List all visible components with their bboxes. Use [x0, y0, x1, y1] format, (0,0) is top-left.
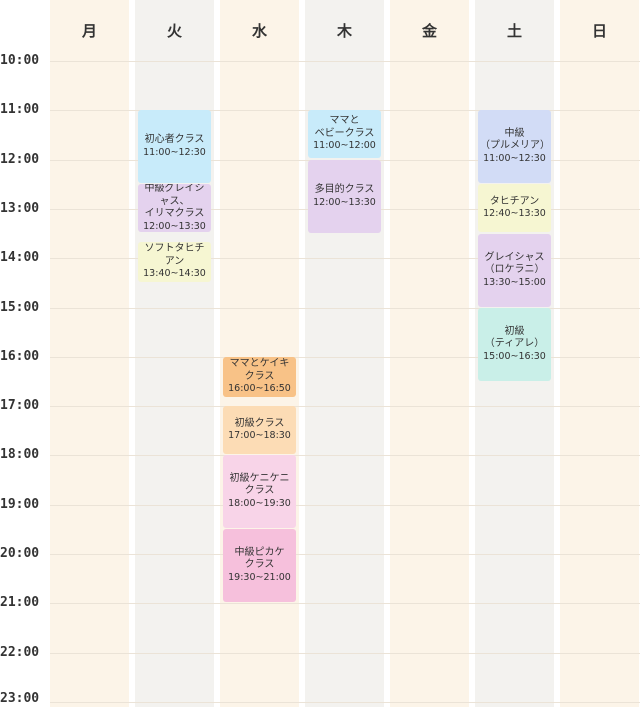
day-header: 水 — [251, 22, 267, 40]
time-label: 10:00 — [0, 53, 40, 68]
class-event[interactable]: 初級 （ティアレ）15:00~16:30 — [478, 308, 551, 381]
class-time: 11:00~12:30 — [483, 152, 546, 164]
day-header: 月 — [81, 22, 97, 40]
class-time: 15:00~16:30 — [483, 350, 546, 362]
class-name: グレイシャス （ロケラニ） — [484, 251, 545, 276]
hour-gridline — [50, 258, 640, 259]
class-time: 19:30~21:00 — [228, 571, 291, 583]
class-name: 中級グレイシャス、 イリマクラス — [144, 184, 205, 219]
hour-gridline — [50, 554, 640, 555]
class-time: 17:00~18:30 — [228, 430, 291, 441]
day-column-6: 日 — [560, 0, 639, 707]
hour-gridline — [50, 702, 640, 703]
class-name: 初心者クラス — [144, 134, 205, 145]
day-header: 日 — [591, 22, 607, 40]
day-header: 土 — [506, 22, 522, 40]
class-name: ママと ベビークラス — [314, 115, 375, 139]
class-name: 初級クラス — [234, 417, 285, 429]
time-label: 18:00 — [0, 447, 40, 462]
class-time: 12:40~13:30 — [483, 208, 546, 219]
class-time: 11:00~12:00 — [313, 140, 376, 152]
class-time: 13:30~15:00 — [483, 276, 546, 288]
class-time: 12:00~13:30 — [143, 220, 206, 232]
class-time: 11:00~12:30 — [143, 146, 206, 158]
hour-gridline — [50, 505, 640, 506]
class-name: 中級 （プルメリア） — [480, 127, 550, 152]
hour-gridline — [50, 603, 640, 604]
class-time: 18:00~19:30 — [228, 497, 291, 509]
day-column-1: 火 — [135, 0, 214, 707]
time-label: 20:00 — [0, 546, 40, 561]
time-label: 13:00 — [0, 201, 40, 216]
hour-gridline — [50, 406, 640, 407]
day-column-0: 月 — [50, 0, 129, 707]
hour-gridline — [50, 653, 640, 654]
class-name: 中級ピカケ クラス — [234, 546, 285, 571]
day-column-3: 木 — [305, 0, 384, 707]
class-time: 12:00~13:30 — [313, 196, 376, 208]
time-label: 11:00 — [0, 102, 40, 117]
time-label: 15:00 — [0, 300, 40, 315]
time-label: 21:00 — [0, 595, 40, 610]
day-header: 木 — [336, 22, 352, 40]
day-header: 金 — [421, 22, 437, 40]
time-label: 19:00 — [0, 497, 40, 512]
hour-gridline — [50, 61, 640, 62]
class-event[interactable]: グレイシャス （ロケラニ）13:30~15:00 — [478, 234, 551, 307]
time-label: 22:00 — [0, 645, 40, 660]
class-time: 13:40~14:30 — [143, 268, 206, 280]
day-column-4: 金 — [390, 0, 469, 707]
class-name: 多目的クラス — [314, 184, 375, 195]
time-label: 14:00 — [0, 250, 40, 265]
hour-gridline — [50, 357, 640, 358]
hour-gridline — [50, 455, 640, 456]
time-axis: 10:00 11:00 12:00 13:00 14:00 15:00 16:00 17:00… — [0, 0, 50, 707]
time-label: 23:00 — [0, 691, 40, 706]
class-name: ソフトタヒチアン — [144, 243, 205, 267]
time-label: 16:00 — [0, 349, 40, 364]
class-name: 初級 （ティアレ） — [484, 325, 545, 350]
hour-gridline — [50, 308, 640, 309]
day-header: 火 — [166, 22, 182, 40]
class-event[interactable]: 中級 （プルメリア）11:00~12:30 — [478, 110, 551, 183]
class-name: ママとケイキクラス — [229, 358, 290, 382]
class-name: 初級ケニケニ クラス — [229, 472, 290, 497]
class-time: 16:00~16:50 — [228, 383, 291, 395]
class-name: タヒチアン — [489, 195, 540, 207]
time-label: 17:00 — [0, 398, 40, 413]
time-label: 12:00 — [0, 152, 40, 167]
